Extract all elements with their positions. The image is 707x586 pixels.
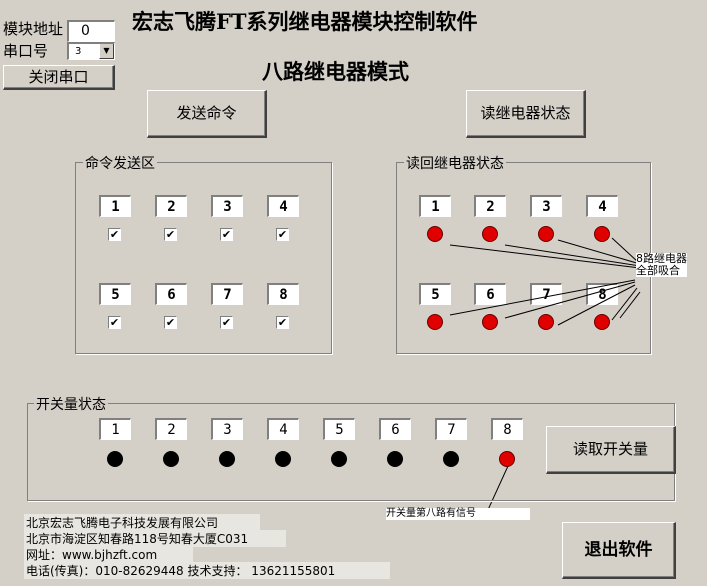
readback-channel-number: 5 [419, 283, 451, 305]
annotation-line [449, 244, 641, 269]
port-select[interactable]: 3 ▼ [67, 42, 115, 60]
send-group-title: 命令发送区 [83, 153, 157, 173]
switch-channel-number: 7 [435, 418, 467, 440]
relay-on-indicator [594, 314, 610, 330]
send-channel-number: 7 [211, 283, 243, 305]
send-channel-checkbox[interactable]: ✔ [276, 316, 289, 329]
relay-annotation-line1: 8路继电器 [636, 252, 687, 265]
exit-button[interactable]: 退出软件 [562, 522, 676, 579]
send-channel-number: 3 [211, 195, 243, 217]
switch-inactive-indicator [219, 451, 235, 467]
send-channel-checkbox[interactable]: ✔ [276, 228, 289, 241]
port-select-value: 3 [75, 46, 82, 57]
address-input[interactable]: 0 [67, 20, 115, 42]
chevron-down-icon[interactable]: ▼ [99, 44, 114, 59]
company-website: 网址：www.bjhzft.com [24, 546, 193, 563]
relay-on-indicator [594, 226, 610, 242]
switch-channel-number: 3 [211, 418, 243, 440]
switch-channel-number: 5 [323, 418, 355, 440]
readback-channel-number: 4 [586, 195, 618, 217]
switch-inactive-indicator [443, 451, 459, 467]
mode-title: 八路继电器模式 [262, 59, 409, 84]
switch-inactive-indicator [331, 451, 347, 467]
switch-channel-number: 6 [379, 418, 411, 440]
switch-inactive-indicator [107, 451, 123, 467]
send-channel-number: 5 [99, 283, 131, 305]
annotation-line [504, 244, 641, 267]
app-title: 宏志飞腾FT系列继电器模块控制软件 [132, 9, 478, 34]
switch-group-title: 开关量状态 [34, 394, 108, 414]
relay-on-indicator [427, 226, 443, 242]
send-group [75, 162, 332, 354]
switch-signal-note: 开关量第八路有信号 [386, 508, 530, 520]
readback-channel-number: 7 [530, 283, 562, 305]
port-label: 串口号 [3, 42, 49, 60]
send-command-button[interactable]: 发送命令 [147, 90, 267, 138]
readback-channel-number: 2 [474, 195, 506, 217]
readback-channel-number: 3 [530, 195, 562, 217]
switch-channel-number: 1 [99, 418, 131, 440]
company-name: 北京宏志飞腾电子科技发展有限公司 [24, 514, 260, 531]
switch-active-indicator [499, 451, 515, 467]
switch-channel-number: 4 [267, 418, 299, 440]
relay-on-indicator [482, 314, 498, 330]
send-channel-number: 8 [267, 283, 299, 305]
readback-channel-number: 6 [474, 283, 506, 305]
send-channel-number: 1 [99, 195, 131, 217]
read-switch-button[interactable]: 读取开关量 [546, 426, 676, 474]
send-channel-number: 6 [155, 283, 187, 305]
annotation-line [619, 291, 641, 319]
relay-on-indicator [482, 226, 498, 242]
send-channel-checkbox[interactable]: ✔ [108, 228, 121, 241]
relay-annotation-line2: 全部吸合 [636, 264, 680, 277]
send-channel-checkbox[interactable]: ✔ [164, 228, 177, 241]
switch-inactive-indicator [275, 451, 291, 467]
annotation-line [504, 281, 636, 319]
annotation-line [557, 284, 636, 326]
send-channel-checkbox[interactable]: ✔ [108, 316, 121, 329]
relay-on-indicator [427, 314, 443, 330]
switch-channel-number: 2 [155, 418, 187, 440]
annotation-line [611, 237, 639, 263]
readback-group-title: 读回继电器状态 [404, 153, 506, 173]
switch-channel-number: 8 [491, 418, 523, 440]
close-port-button[interactable]: 关闭串口 [3, 65, 115, 90]
annotation-line [557, 239, 641, 265]
send-channel-number: 2 [155, 195, 187, 217]
relay-on-indicator [538, 314, 554, 330]
company-address: 北京市海淀区知春路118号知春大厦C031 [24, 530, 286, 547]
read-relay-state-button[interactable]: 读继电器状态 [466, 90, 586, 138]
relay-annotation: 8路继电器 全部吸合 [636, 253, 687, 277]
send-channel-checkbox[interactable]: ✔ [220, 228, 233, 241]
send-channel-checkbox[interactable]: ✔ [164, 316, 177, 329]
readback-channel-number: 1 [419, 195, 451, 217]
switch-inactive-indicator [163, 451, 179, 467]
signal-note-line [486, 465, 509, 513]
switch-inactive-indicator [387, 451, 403, 467]
annotation-line [611, 287, 638, 321]
send-channel-checkbox[interactable]: ✔ [220, 316, 233, 329]
address-label: 模块地址 [3, 20, 64, 38]
relay-on-indicator [538, 226, 554, 242]
company-phone: 电话(传真)：010-82629448 技术支持： 13621155801 [24, 562, 390, 579]
annotation-line [449, 279, 636, 316]
send-channel-number: 4 [267, 195, 299, 217]
